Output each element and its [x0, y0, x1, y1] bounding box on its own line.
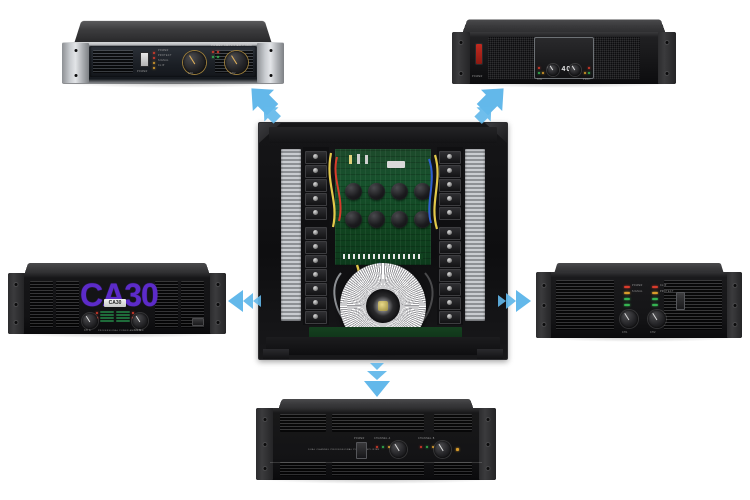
- channel-label-left: CH A: [84, 330, 91, 332]
- rack-ear-right: [727, 272, 742, 338]
- volume-knob-ch2[interactable]: [569, 64, 581, 76]
- status-label-signal: SIGNAL: [158, 60, 169, 62]
- volume-knob-ch-a[interactable]: [82, 313, 98, 329]
- volume-knob-ch2[interactable]: [648, 310, 666, 328]
- vent-grille-left: [556, 280, 614, 330]
- amp-top-cover: [74, 20, 272, 44]
- volume-knob-ch2[interactable]: [225, 51, 248, 74]
- power-switch-label: POWER: [137, 71, 148, 73]
- volume-knob-ch1[interactable]: [547, 64, 559, 76]
- channel-label-left: CHANNEL A: [374, 438, 391, 440]
- vent-grille-right: [664, 280, 722, 330]
- amp-front-panel: POWER CS 4080 SIG PROT: [452, 32, 676, 84]
- status-label-protect: PROTECT: [660, 291, 674, 293]
- vent-grille-left: [93, 50, 133, 73]
- vent-upper-left: [280, 414, 326, 432]
- volume-knob-ch-b[interactable]: [132, 313, 148, 329]
- product-center-open-chassis[interactable]: Amplifier internal layout — toroidal tra…: [258, 122, 508, 360]
- rack-ear-left: [8, 273, 24, 334]
- product-top-right-name: 2U black amplifier with display window: [452, 18, 453, 19]
- rack-ear-left: [536, 272, 551, 338]
- rack-ear-left: [452, 32, 470, 84]
- vent-upper-center: [332, 414, 424, 432]
- power-switch[interactable]: [476, 44, 482, 64]
- channel-label-right: CHANNEL B: [418, 438, 435, 440]
- vent-lower-right: [434, 462, 472, 476]
- rack-ear-right: [257, 43, 284, 83]
- arrow-down: [364, 361, 390, 397]
- rack-ear-right: [479, 408, 496, 480]
- brand-text-top-left: POWER AMPLIFIER PT800: [211, 44, 252, 47]
- status-label-signal: SIGNAL: [632, 291, 643, 293]
- vent-grille-left-a: [30, 281, 53, 328]
- chassis-foot-left: [263, 349, 289, 359]
- chassis-rail-top: [268, 127, 498, 143]
- channel-label-left: CH1: [622, 332, 628, 334]
- vent-lower-left: [280, 462, 326, 476]
- output-transistor-bank-right: [437, 147, 463, 325]
- status-label-power: POWER: [158, 50, 169, 52]
- channel-label-right: CH2: [230, 73, 236, 75]
- amp-control-panel: POWER POWER PROTECT SIGNAL CLIP CH1 CH2: [90, 46, 256, 77]
- amp-front-panel: POWER SIGNAL CLIP PROTECT CH1 CH2: [536, 272, 742, 338]
- channel-label-right: CH B: [134, 330, 142, 332]
- product-top-right-amplifier[interactable]: 2U black amplifier with display window P…: [452, 18, 676, 88]
- channel-label-right: CH2: [650, 332, 656, 334]
- brand-badge-ca30: CA30: [104, 299, 126, 307]
- power-switch[interactable]: [676, 292, 685, 310]
- volume-knob-ch1[interactable]: [620, 310, 638, 328]
- product-right-name: 3U black amplifier with side vent grille…: [536, 262, 537, 263]
- brand-text-cs4080: CS 4080: [546, 66, 582, 73]
- heatsink-left: [281, 149, 301, 321]
- volume-knob-ch-a[interactable]: [390, 441, 407, 458]
- status-led-bank: [100, 311, 130, 322]
- volume-knob-ch-b[interactable]: [434, 441, 451, 458]
- product-top-left-name: 2U silver-ear power amplifier: [62, 18, 63, 19]
- footer-text: PROFESSIONAL POWER AMPLIFIER: [98, 330, 144, 332]
- main-pcb: [335, 149, 431, 265]
- power-switch-label: POWER: [354, 438, 365, 440]
- product-bottom-amplifier[interactable]: 3U black amplifier, wide front panel DUA…: [256, 398, 496, 484]
- page-title: Professional Power Amplifier Product Col…: [0, 21, 1, 22]
- power-switch-label: POWER: [472, 76, 483, 78]
- output-transistor-bank-left: [303, 147, 329, 325]
- status-label-power: POWER: [632, 285, 643, 287]
- arrow-up-left: [239, 82, 283, 124]
- status-label-protect: PROTECT: [158, 55, 172, 57]
- volume-knob-ch1[interactable]: [183, 51, 206, 74]
- arrow-up-right: [472, 82, 516, 124]
- power-switch[interactable]: [140, 52, 149, 67]
- status-label-prot: PROT: [583, 79, 591, 81]
- vent-grille-right-b: [155, 281, 178, 328]
- status-label-sig: SIG: [537, 79, 543, 81]
- arrow-left: [228, 290, 262, 312]
- power-switch[interactable]: [356, 442, 367, 459]
- product-top-left-amplifier[interactable]: 2U silver-ear power amplifier POWER: [62, 18, 284, 88]
- product-bottom-name: 3U black amplifier, wide front panel: [256, 398, 257, 399]
- vent-lower-center: [332, 462, 424, 476]
- heatsink-right: [465, 149, 485, 321]
- chassis-rail-bottom: [266, 337, 500, 355]
- vent-upper-right: [434, 414, 472, 432]
- channel-label-left: CH1: [188, 73, 194, 75]
- amp-front-panel: CA30 CA30 CH A CH B PROFESSIONAL POWER A…: [8, 273, 226, 334]
- rack-ear-right: [210, 273, 226, 334]
- mode-switch[interactable]: [192, 318, 204, 326]
- arrow-right: [497, 290, 531, 312]
- brand-text-bottom: DUAL CHANNEL PROFESSIONAL POWER AMPLIFIE…: [308, 449, 380, 451]
- product-left-amplifier-ca30[interactable]: 3U amplifier with purple CA30 graphic CA…: [8, 262, 226, 338]
- status-label-clip: CLIP: [660, 285, 667, 287]
- rack-ear-left: [62, 43, 89, 83]
- vent-grille-left-b: [56, 281, 79, 328]
- amp-front-panel: DUAL CHANNEL PROFESSIONAL POWER AMPLIFIE…: [256, 408, 496, 480]
- rack-ear-left: [256, 408, 273, 480]
- amp-front-panel: POWER POWER PROTECT SIGNAL CLIP CH1 CH2: [62, 42, 284, 84]
- product-left-name: 3U amplifier with purple CA30 graphic: [8, 262, 9, 263]
- product-right-amplifier[interactable]: 3U black amplifier with side vent grille…: [536, 262, 742, 342]
- rack-ear-right: [658, 32, 676, 84]
- vent-grille-right-a: [181, 281, 204, 328]
- status-label-clip: CLIP: [158, 65, 165, 67]
- chassis-foot-right: [477, 349, 503, 359]
